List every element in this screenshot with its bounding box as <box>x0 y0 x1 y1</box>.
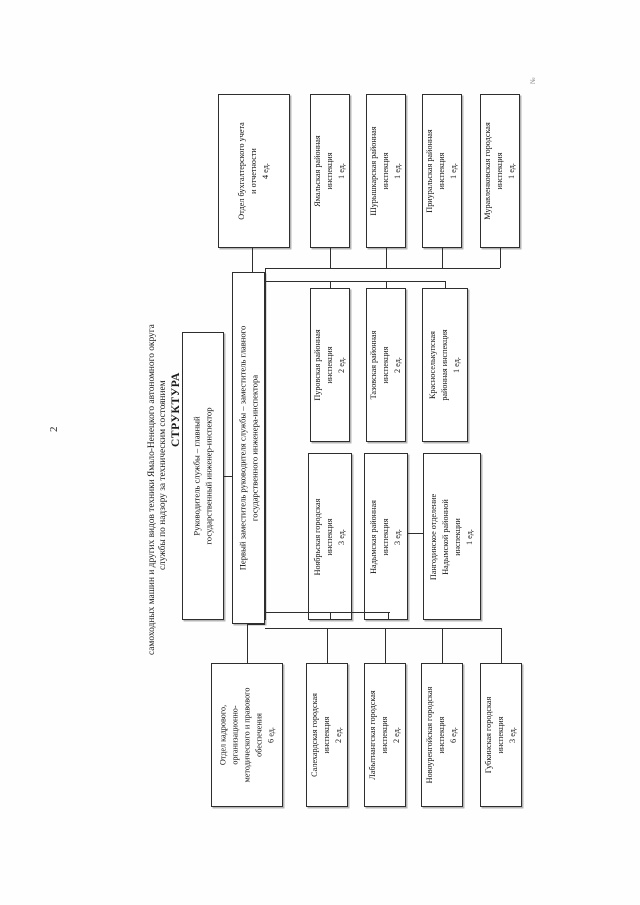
edge-hr-jog <box>247 624 265 625</box>
edge-tazov-drop <box>386 281 387 288</box>
page-number: 2 <box>48 426 60 433</box>
edge-hr-drop <box>247 624 248 663</box>
edge-gubkinsky-drop <box>501 628 502 663</box>
edge-salekhard-drop <box>327 628 328 663</box>
edge-head-deputy <box>224 476 232 477</box>
node-deputy[interactable]: Первый заместитель руководителя службы –… <box>232 272 265 624</box>
edge-deputy-right-spine <box>265 281 266 620</box>
node-hr-label: Отдел кадрового,организационно-методичес… <box>218 687 275 783</box>
edge-novourengoy-drop <box>442 628 443 663</box>
page-subtitle-line-2: самоходных машин и других видов техники … <box>147 324 157 655</box>
edge-bus-top <box>265 268 500 269</box>
edge-bus-bottom <box>265 628 501 629</box>
edge-priural-drop <box>442 248 443 268</box>
node-deputy-label: Первый заместитель руководителя службы –… <box>237 325 260 571</box>
edge-krasnoselkup-drop <box>445 281 446 288</box>
edge-accounting-drop <box>252 248 253 272</box>
edge-labytnangi-drop <box>385 628 386 663</box>
edge-deputy-right-spine-upper <box>265 268 266 281</box>
edge-bus-third <box>265 612 390 613</box>
edge-bus-second <box>265 281 446 282</box>
page-subtitle-line-1: службы по надзору за техническим состоян… <box>158 380 168 570</box>
edge-purov-drop <box>330 281 331 288</box>
edge-muravlenko-drop <box>500 248 501 268</box>
edge-nadym-pangody <box>408 533 423 534</box>
edge-nadym-drop <box>388 612 389 620</box>
node-hr[interactable]: Отдел кадрового,организационно-методичес… <box>211 663 283 807</box>
edge-shuryshkar-drop <box>386 248 387 268</box>
corner-mark: № <box>529 77 537 84</box>
edge-noyabrsk-drop <box>330 612 331 620</box>
edge-yamal-drop <box>330 248 331 268</box>
page-title: СТРУКТУРА <box>170 372 182 447</box>
